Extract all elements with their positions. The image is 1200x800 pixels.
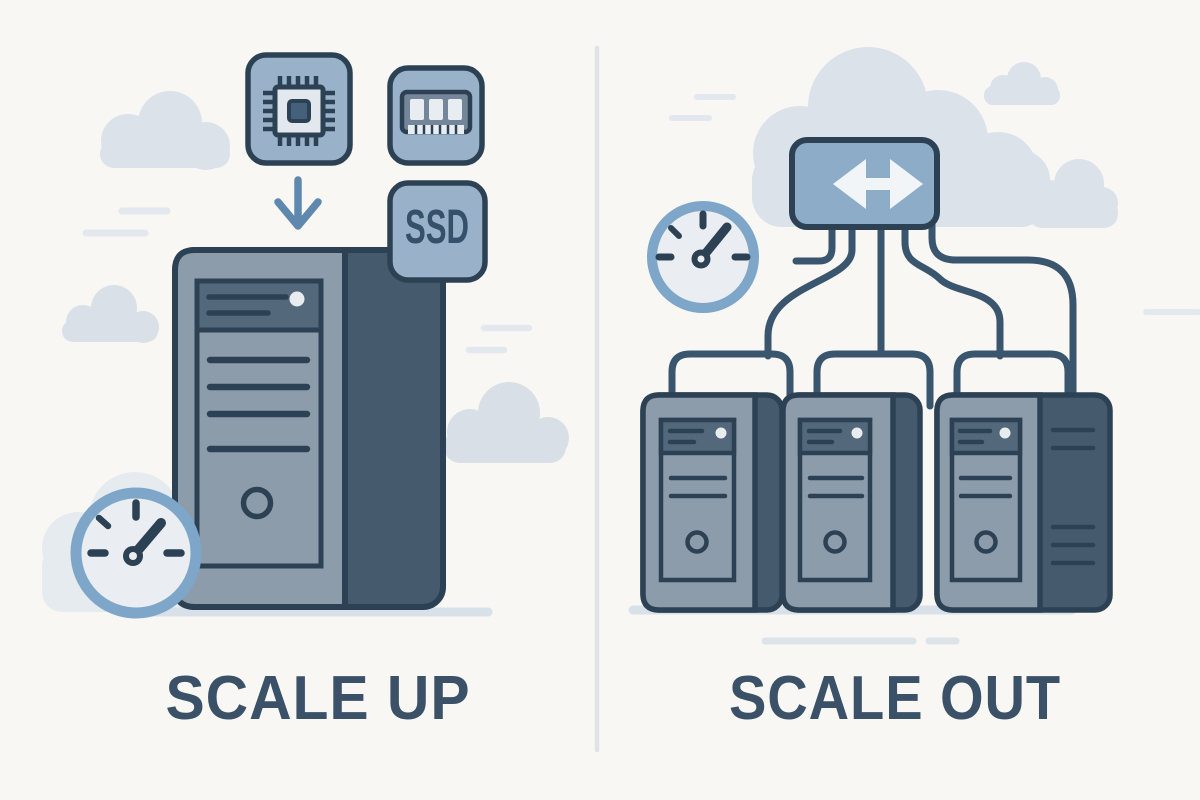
speedometer-icon-left — [70, 487, 202, 619]
server-tower-right-3 — [934, 392, 1113, 613]
power-button — [974, 530, 998, 554]
bracket-left — [668, 350, 794, 410]
connection-line — [928, 220, 1077, 404]
cloud-top-right — [984, 62, 1060, 105]
power-button — [823, 530, 847, 554]
connection-line — [764, 220, 856, 360]
speedometer-icon-right — [647, 201, 759, 313]
ram-icon — [387, 65, 485, 166]
connection-lines — [668, 220, 1077, 410]
cloud-mid-left — [62, 285, 159, 343]
bracket-middle — [813, 350, 934, 410]
server-tower-right-2 — [780, 392, 923, 613]
speed-lines-mid-left — [465, 324, 533, 354]
cloud-mid-right — [1028, 159, 1118, 228]
speed-lines-top-left — [82, 207, 171, 237]
ssd-icon: SSD — [387, 180, 488, 283]
power-button — [685, 530, 709, 554]
bracket-right — [953, 350, 1072, 410]
power-button — [240, 486, 274, 520]
scale-up-label: SCALE UP — [166, 664, 471, 733]
bidirectional-arrow-icon — [833, 159, 923, 209]
connection-line — [792, 220, 836, 265]
cloud-right-of-server — [444, 382, 569, 463]
scale-out-label: SCALE OUT — [729, 664, 1061, 733]
server-tower-left — [172, 247, 446, 610]
server-tower-right-1 — [640, 392, 785, 613]
led — [851, 427, 863, 439]
connection-line — [901, 220, 1004, 360]
led — [999, 427, 1011, 439]
gauge-tick — [95, 514, 112, 530]
led — [289, 291, 305, 307]
ssd-label: SSD — [405, 201, 469, 254]
speed-lines-top-right — [669, 94, 1200, 315]
led — [715, 427, 727, 439]
cloud-top-left — [100, 91, 230, 170]
down-arrow-icon — [274, 176, 322, 230]
gauge-tick — [668, 225, 682, 239]
load-balancer — [789, 137, 940, 230]
cpu-icon — [245, 52, 353, 166]
